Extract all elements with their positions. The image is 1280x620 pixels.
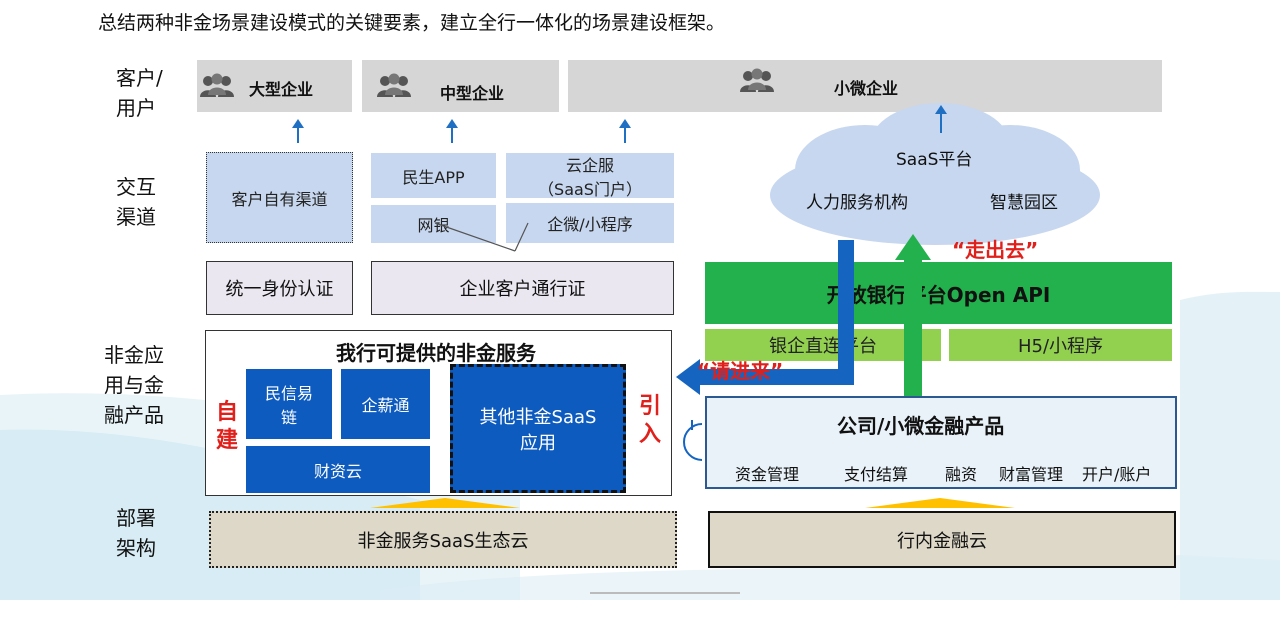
people-icon xyxy=(200,73,234,97)
arrow-up-icon xyxy=(446,119,458,143)
deploy-triangle-icon xyxy=(370,498,520,508)
people-icon xyxy=(377,73,411,97)
customer-small-label: 小微企业 xyxy=(834,79,899,98)
auth-unified: 统一身份认证 xyxy=(206,261,353,315)
row-label-line: 渠道 xyxy=(116,205,156,229)
deploy-triangle-icon xyxy=(865,498,1015,508)
invite-in-label: “请进来” xyxy=(697,359,784,383)
auth-pass: 企业客户通行证 xyxy=(371,261,674,315)
customer-small-box: 小微企业 xyxy=(568,60,1162,112)
row-label-line: 部署 xyxy=(116,506,156,530)
customer-medium-label: 中型企业 xyxy=(440,84,505,103)
cloud-hr-label: 人力服务机构 xyxy=(806,193,908,213)
row-label-channel: 交互 渠道 xyxy=(116,172,156,232)
row-label-line: 用与金 xyxy=(104,373,164,397)
row-label-deploy: 部署 架构 xyxy=(116,503,156,563)
fin-product-item: 支付结算 xyxy=(844,465,909,484)
row-label-product: 非金应 用与金 融产品 xyxy=(104,340,164,430)
channel-app: 民生APP xyxy=(371,153,496,198)
fin-product-item: 财富管理 xyxy=(999,465,1064,484)
connector-lines xyxy=(434,222,529,252)
customer-medium-box: 中型企业 xyxy=(362,60,559,112)
row-label-line: 用户 xyxy=(116,96,156,120)
cloud-saas-label: SaaS平台 xyxy=(896,150,973,170)
other-saas-line: 其他非金SaaS xyxy=(479,406,597,428)
row-label-line: 架构 xyxy=(116,536,156,560)
salary-service: 企薪通 xyxy=(341,369,430,439)
cloud-park-label: 智慧园区 xyxy=(990,193,1058,213)
self-build-label: 自 建 xyxy=(216,399,238,455)
page-title: 总结两种非金场景建设模式的关键要素，建立全行一体化的场景建设框架。 xyxy=(98,12,726,34)
credit-chain-service: 民信易 链 xyxy=(246,369,332,439)
arrow-up-icon xyxy=(292,119,304,143)
finance-cloud-service: 财资云 xyxy=(246,446,430,493)
deploy-saas-cloud: 非金服务SaaS生态云 xyxy=(209,511,677,568)
channel-cloud-line: 云企服 xyxy=(565,155,614,175)
self-build-char: 建 xyxy=(216,428,239,453)
introduce-label: 引 入 xyxy=(639,393,661,449)
go-out-label: “走出去” xyxy=(952,238,1039,262)
fin-product-item: 资金管理 xyxy=(735,465,800,484)
saas-cloud-shape xyxy=(770,103,1100,245)
other-saas-line: 应用 xyxy=(520,432,556,454)
deploy-bank-cloud: 行内金融云 xyxy=(708,511,1176,568)
bracket-connector-icon xyxy=(683,420,703,461)
open-api-platform: 开放银行平台Open API xyxy=(705,262,1172,324)
h5-mini-program: H5/小程序 xyxy=(949,329,1172,361)
channel-wecom: 企微/小程序 xyxy=(506,203,674,243)
introduce-char: 入 xyxy=(639,422,662,447)
fin-product-item: 开户/账户 xyxy=(1082,465,1152,484)
credit-chain-line: 民信易 xyxy=(264,384,313,403)
arrow-up-icon xyxy=(619,119,631,143)
nonfin-services-box: 我行可提供的非金服务 自 建 引 入 民信易 链 企薪通 财资云 其他非金Saa… xyxy=(205,330,672,496)
row-label-line: 非金应 xyxy=(104,343,164,367)
fin-products-title: 公司/小微金融产品 xyxy=(837,414,1005,438)
credit-chain-line: 链 xyxy=(280,408,297,427)
fin-product-item: 融资 xyxy=(945,465,978,484)
fin-products-box: 公司/小微金融产品 资金管理 支付结算 融资 财富管理 开户/账户 xyxy=(705,396,1177,489)
row-label-customer: 客户/ 用户 xyxy=(116,63,163,123)
customer-large-label: 大型企业 xyxy=(249,80,314,99)
row-label-line: 客户/ xyxy=(116,66,163,90)
other-saas-apps: 其他非金SaaS 应用 xyxy=(450,364,626,493)
arrow-up-icon xyxy=(935,105,947,133)
people-icon xyxy=(740,68,774,92)
customer-large-box: 大型企业 xyxy=(197,60,352,112)
row-label-line: 融产品 xyxy=(104,403,164,427)
nonfin-title: 我行可提供的非金服务 xyxy=(336,341,536,365)
introduce-char: 引 xyxy=(639,394,662,419)
channel-own: 客户自有渠道 xyxy=(206,152,353,243)
row-label-line: 交互 xyxy=(116,175,156,199)
channel-cloud-line: （SaaS门户） xyxy=(538,179,642,199)
channel-cloud-portal: 云企服 （SaaS门户） xyxy=(506,153,674,199)
flow-arrows xyxy=(676,234,931,398)
self-build-char: 自 xyxy=(216,400,239,425)
